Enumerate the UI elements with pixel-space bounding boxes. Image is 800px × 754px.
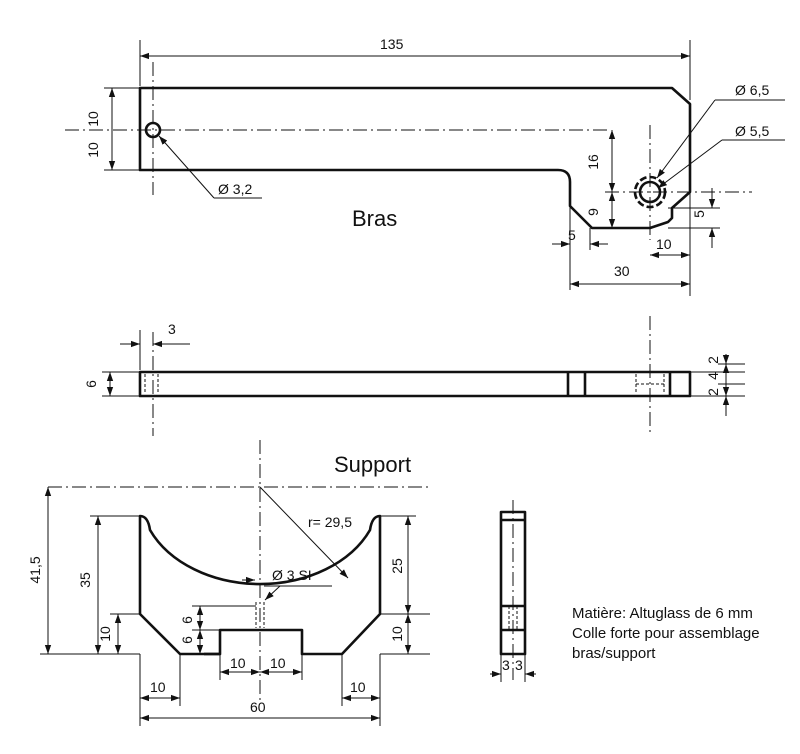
support-title: Support (334, 452, 411, 477)
dim-5-right: 5 (691, 210, 707, 218)
dim-5-bottom: 5 (568, 227, 576, 243)
dim-hole-3-2: Ø 3,2 (218, 181, 252, 197)
dim-60: 60 (250, 699, 266, 715)
note-assembly: bras/support (572, 645, 656, 662)
dim-30: 30 (614, 263, 630, 279)
dim-6-a: 6 (179, 616, 195, 624)
note-glue: Colle forte pour assemblage (572, 625, 760, 642)
dim-side-2-a: 2 (705, 356, 721, 364)
dim-side-6: 6 (83, 380, 99, 388)
dim-10-bottom-right: 10 (656, 236, 672, 252)
note-material: Matière: Altuglass de 6 mm (572, 605, 753, 622)
dim-hole-5-5: Ø 5,5 (735, 123, 769, 139)
dim-hole-6-5: Ø 6,5 (735, 82, 769, 98)
arm-top-view: 135 10 10 Ø 3,2 Ø 6,5 Ø 5,5 16 9 5 (65, 36, 785, 296)
dim-radius: r= 29,5 (308, 514, 352, 530)
dim-25: 25 (389, 558, 405, 574)
dim-small-3-a: 3 (502, 657, 510, 673)
dim-10-outer-left: 10 (150, 679, 166, 695)
arm-title: Bras (352, 206, 397, 231)
dim-10-right: 10 (389, 626, 405, 642)
dim-hole-3-si: Ø 3 SI (272, 567, 312, 583)
dim-side-4: 4 (705, 372, 721, 380)
dim-10-center-right: 10 (270, 655, 286, 671)
support-outline (138, 514, 382, 656)
dim-10-left: 10 (97, 626, 113, 642)
dim-16: 16 (585, 154, 601, 170)
dim-small-3-b: 3 (515, 657, 523, 673)
dim-10-outer-right: 10 (350, 679, 366, 695)
dim-10-top: 10 (85, 111, 101, 127)
arm-side-outline (138, 370, 692, 398)
support-side-view: 3 3 (490, 500, 536, 682)
dim-6-b: 6 (179, 636, 195, 644)
dim-10-center-left: 10 (230, 655, 246, 671)
dim-side-2-b: 2 (705, 388, 721, 396)
support-front-view: Support r= 29,5 Ø 3 SI 41,5 35 10 2 (27, 440, 432, 726)
dim-10-bottom: 10 (85, 142, 101, 158)
dim-35: 35 (77, 572, 93, 588)
dim-side-3: 3 (168, 321, 176, 337)
dim-41-5: 41,5 (27, 556, 43, 583)
dim-9: 9 (585, 208, 601, 216)
arm-side-view: 3 6 2 4 2 (83, 316, 745, 436)
arm-outline (138, 86, 692, 230)
material-notes: Matière: Altuglass de 6 mm Colle forte p… (572, 604, 798, 664)
dim-135: 135 (380, 36, 404, 52)
